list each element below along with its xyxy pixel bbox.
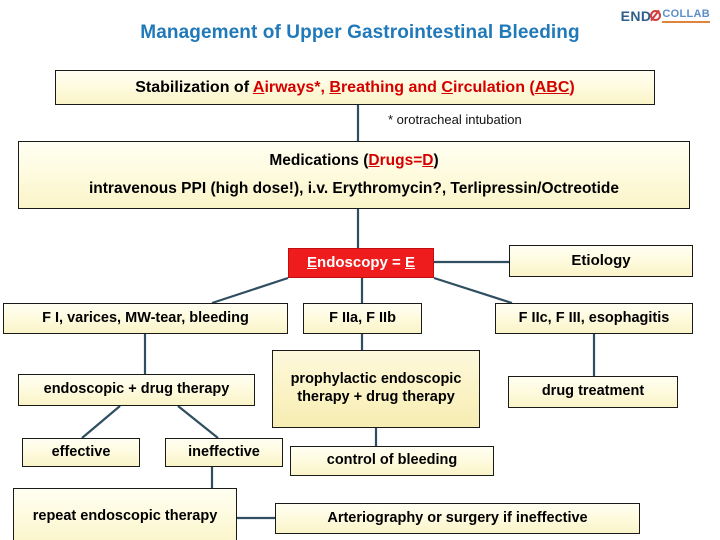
footnote-orotracheal-intubation: * orotracheal intubation (388, 112, 522, 127)
node-branch-f2a-f2b[interactable]: F IIa, F IIb (303, 303, 422, 334)
node-repeat-endoscopic-therapy[interactable]: repeat endoscopic therapy (13, 488, 237, 540)
node-medications-line2: intravenous PPI (high dose!), i.v. Eryth… (89, 179, 619, 197)
node-medications[interactable]: Medications (Drugs=D) intravenous PPI (h… (18, 141, 690, 209)
node-branch-f2c-f3[interactable]: F IIc, F III, esophagitis (495, 303, 693, 334)
node-prophylactic-therapy[interactable]: prophylactic endoscopic therapy + drug t… (272, 350, 480, 428)
node-etiology[interactable]: Etiology (509, 245, 693, 277)
node-endoscopy[interactable]: Endoscopy = E (288, 248, 434, 278)
node-medications-line1: Medications (Drugs=D) (269, 151, 439, 169)
logo-collab-wrap: COLLAB (662, 9, 710, 23)
node-arteriography[interactable]: Arteriography or surgery if ineffective (275, 503, 640, 534)
endocollab-logo: END COLLAB (621, 9, 710, 23)
node-ineffective[interactable]: ineffective (165, 438, 283, 467)
node-drug-treatment[interactable]: drug treatment (508, 376, 678, 408)
page-title: Management of Upper Gastrointestinal Ble… (140, 22, 580, 43)
node-stabilization-text: Stabilization of Airways*, Breathing and… (135, 78, 575, 96)
node-branch-f1[interactable]: F I, varices, MW-tear, bleeding (3, 303, 288, 334)
circle-slash-icon (650, 9, 662, 22)
node-endoscopic-drug-therapy[interactable]: endoscopic + drug therapy (18, 374, 255, 406)
logo-underline (662, 21, 710, 23)
logo-collab-text: COLLAB (662, 8, 710, 20)
node-effective[interactable]: effective (22, 438, 140, 467)
node-endoscopy-text: Endoscopy = E (307, 253, 415, 271)
node-control-of-bleeding[interactable]: control of bleeding (290, 446, 494, 476)
logo-endo-text: END (620, 8, 652, 24)
node-stabilization[interactable]: Stabilization of Airways*, Breathing and… (55, 70, 655, 105)
